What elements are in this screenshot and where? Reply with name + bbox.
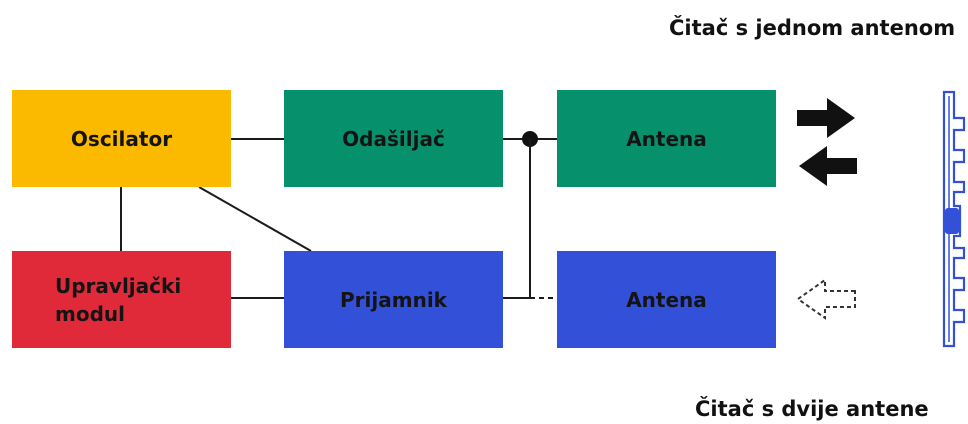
line-oscillator-receiver	[198, 186, 312, 252]
control-module-label-line1: Upravljački	[55, 273, 182, 298]
rfid-tag-icon	[942, 90, 966, 348]
antenna-tx-label: Antena	[626, 126, 707, 151]
double-arrow-icon	[797, 98, 857, 186]
antenna-tx-block: Antena	[557, 90, 776, 187]
transmitter-block: Odašiljač	[284, 90, 503, 187]
antenna-rx-label: Antena	[626, 287, 707, 312]
control-module-label-line2: modul	[55, 301, 125, 326]
receiver-block: Prijamnik	[284, 251, 503, 348]
receiver-label: Prijamnik	[340, 287, 447, 312]
tag-chip	[945, 208, 959, 234]
transmitter-label: Odašiljač	[342, 126, 445, 151]
dashed-arrow-left-icon	[796, 278, 856, 320]
antenna-rx-block: Antena	[557, 251, 776, 348]
caption-single-antenna: Čitač s jednom antenom	[669, 16, 956, 40]
oscillator-block: Oscilator	[12, 90, 231, 187]
control-module-block: Upravljački modul	[12, 251, 231, 348]
caption-dual-antenna: Čitač s dvije antene	[695, 397, 929, 421]
oscillator-label: Oscilator	[70, 126, 173, 151]
